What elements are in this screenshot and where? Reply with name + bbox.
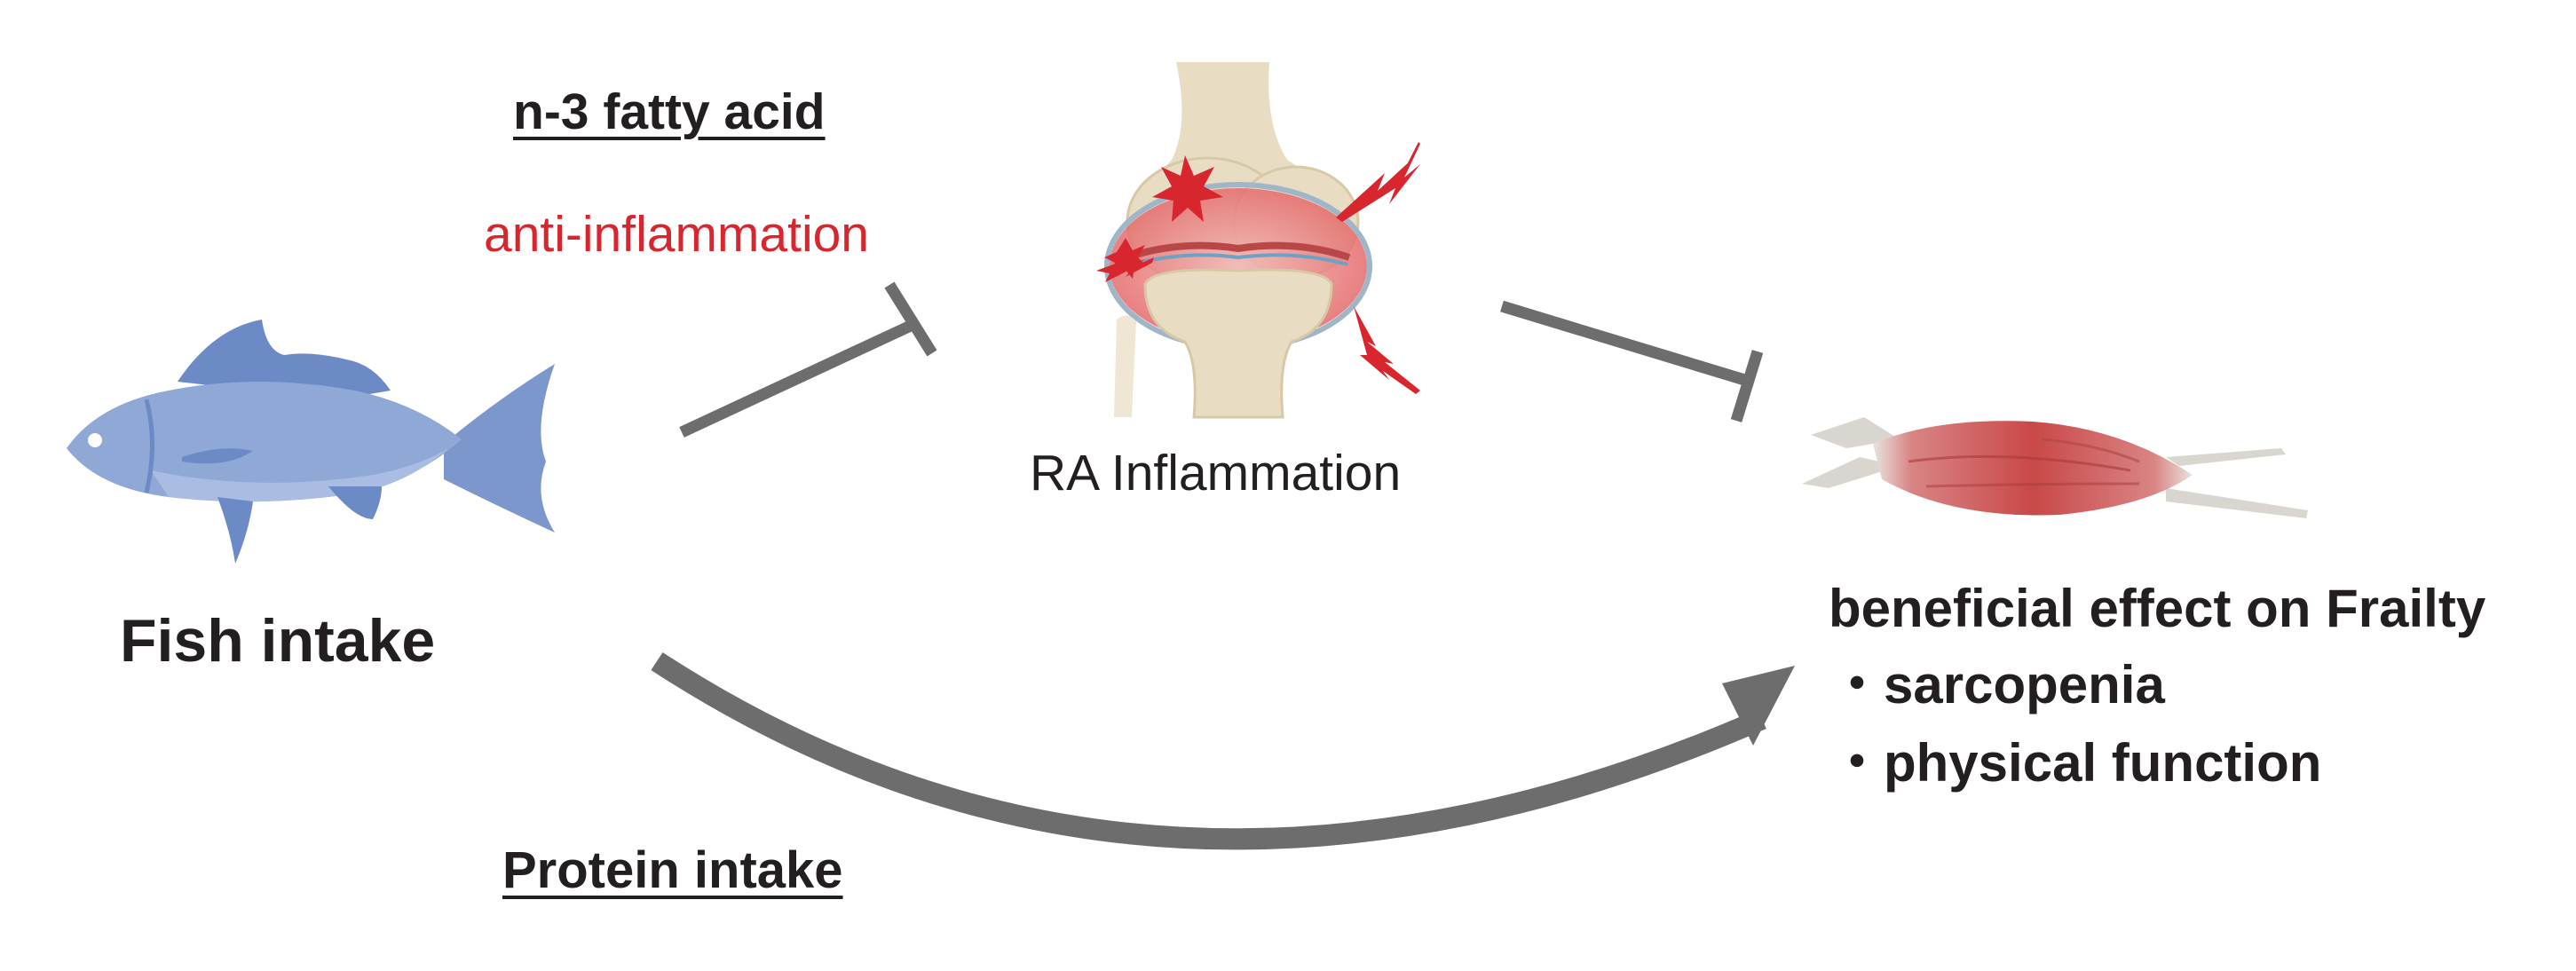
physical-function-bullet: ・physical function — [1830, 733, 2322, 793]
protein-intake-label: Protein intake — [502, 841, 843, 899]
fish-intake-label: Fish intake — [120, 607, 436, 675]
muscle-icon — [1802, 417, 2308, 518]
inhibit-arrow-ra-to-frailty — [1500, 300, 1764, 422]
fish-icon — [67, 320, 555, 564]
anti-inflammation-label: anti-inflammation — [484, 206, 870, 263]
sarcopenia-bullet: ・sarcopenia — [1830, 655, 2165, 714]
frailty-benefit-label: beneficial effect on Frailty — [1829, 579, 2486, 638]
inhibit-arrow-fish-to-ra — [679, 281, 937, 438]
n3-fatty-acid-label: n-3 fatty acid — [513, 83, 826, 140]
protein-arrow — [651, 651, 1795, 850]
ra-inflammation-label: RA Inflammation — [1030, 445, 1402, 501]
knee-joint-icon — [1096, 62, 1420, 419]
